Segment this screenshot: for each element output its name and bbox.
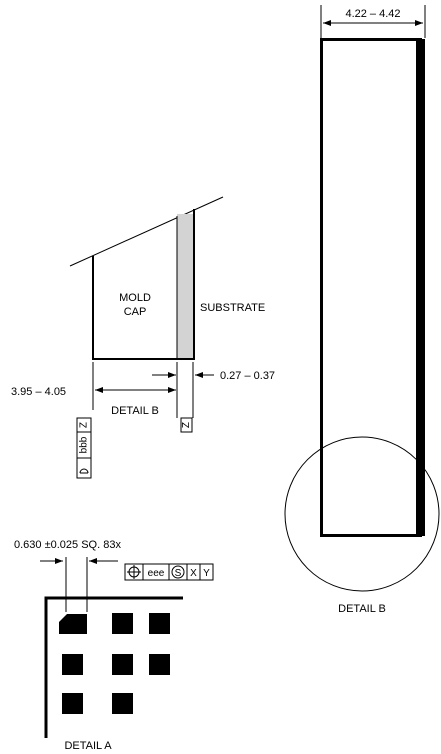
position-tolerance-label: eee — [148, 568, 165, 579]
package-outline — [320, 38, 422, 537]
detail-b-caption: DETAIL B — [338, 603, 386, 615]
arrowhead — [89, 558, 97, 564]
flatness-control-frame: Z bbb — [76, 417, 92, 479]
flatness-tolerance-label: bbb — [79, 436, 90, 453]
package-edge-thick — [416, 39, 425, 536]
detail-b-callout-circle — [284, 436, 440, 592]
ball-pad-a1-chamfered — [59, 614, 87, 634]
ball-pad — [112, 613, 133, 634]
ball-pad — [112, 654, 133, 675]
package-corner — [44, 596, 183, 738]
datum-y-label: Y — [203, 568, 210, 579]
detail-b-view: 4.22 – 4.42 DETAIL B — [284, 5, 440, 615]
flatness-datum-label: Z — [79, 422, 90, 428]
substrate-strip — [177, 214, 193, 358]
arrowhead — [415, 20, 423, 26]
mold-cap-label-line1: MOLD — [119, 292, 151, 304]
arrowhead — [95, 387, 103, 393]
arrowhead — [55, 558, 63, 564]
cap-width-dim: 3.95 – 4.05 — [11, 386, 66, 398]
arrowhead — [323, 20, 331, 26]
ball-pad — [149, 613, 170, 634]
ball-grid — [59, 613, 170, 714]
position-frame-cell-datum2 — [199, 563, 214, 581]
substrate-label: SUBSTRATE — [200, 302, 265, 314]
substrate-thickness-dim: 0.27 – 0.37 — [220, 370, 275, 382]
surface-profile-icon — [79, 468, 89, 474]
detail-a: 0.630 ±0.025 SQ. 83x eee S X Y — [14, 539, 214, 752]
ball-pad — [62, 693, 83, 714]
datum-x-label: X — [190, 568, 197, 579]
rfs-modifier-circle — [171, 565, 185, 579]
datum-z-label: Z — [181, 422, 192, 428]
mold-cap-label-line2: CAP — [124, 306, 147, 318]
ball-dim-label: 0.630 ±0.025 SQ. 83x — [14, 539, 121, 551]
detail-a-caption: DETAIL A — [64, 740, 112, 752]
ball-pad — [149, 654, 170, 675]
width-dim-label: 4.22 – 4.42 — [345, 8, 400, 20]
arrowhead — [195, 372, 203, 378]
detail-b-section: MOLD CAP SUBSTRATE 3.95 – 4.05 0.27 – 0.… — [11, 196, 275, 479]
ball-pad — [112, 693, 133, 714]
mold-cap-outline — [92, 209, 195, 360]
arrowhead — [168, 387, 176, 393]
ball-pad — [62, 654, 83, 675]
arrowhead — [168, 372, 176, 378]
rfs-modifier-label: S — [175, 568, 182, 579]
position-control-frame: eee S X Y — [124, 563, 214, 581]
section-cut-line — [69, 196, 224, 267]
detail-b-ref-label: DETAIL B — [111, 405, 159, 417]
flatness-frame-cell-symbol — [76, 457, 92, 479]
datum-z-box — [180, 417, 193, 433]
